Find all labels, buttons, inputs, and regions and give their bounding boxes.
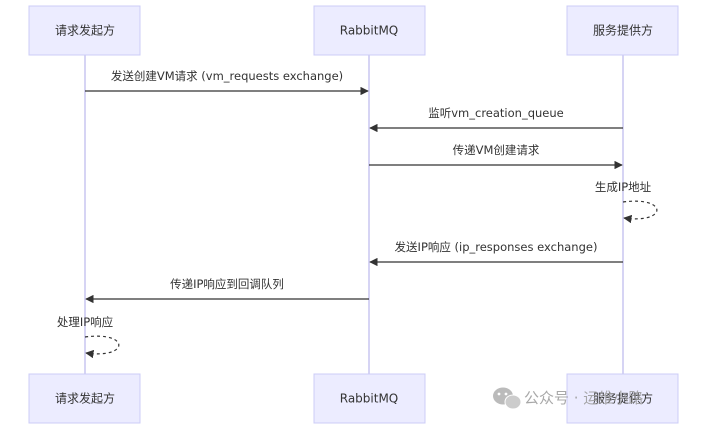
self-message-arrow	[84, 335, 120, 359]
actor-bottom-requester: 请求发起方	[28, 373, 141, 424]
message-label: 传递IP响应到回调队列	[170, 277, 284, 291]
message-label: 生成IP地址	[595, 180, 652, 194]
message-label: 处理IP响应	[57, 315, 113, 329]
watermark-label: 公众号 · 运维小路	[524, 389, 643, 407]
actor-label: RabbitMQ	[340, 392, 399, 406]
actor-top-provider: 服务提供方	[566, 5, 679, 56]
watermark: 公众号 · 运维小路	[493, 387, 643, 410]
message-label: 传递VM创建请求	[453, 143, 540, 157]
message-label: 发送IP响应 (ip_responses exchange)	[395, 240, 598, 254]
actor-label: 服务提供方	[593, 23, 653, 38]
actor-label: RabbitMQ	[340, 24, 399, 38]
message-label: 发送创建VM请求 (vm_requests exchange)	[111, 69, 343, 83]
actor-label: 服务提供方	[593, 391, 653, 406]
message-label: 监听vm_creation_queue	[428, 106, 563, 120]
actor-bottom-provider: 服务提供方	[566, 373, 679, 424]
actor-top-rabbitmq: RabbitMQ	[313, 5, 426, 56]
self-message-arrow	[622, 200, 658, 224]
actor-top-requester: 请求发起方	[28, 5, 141, 56]
actor-label: 请求发起方	[55, 391, 115, 406]
actor-bottom-rabbitmq: RabbitMQ	[313, 373, 426, 424]
actor-label: 请求发起方	[55, 23, 115, 38]
wechat-icon	[493, 387, 522, 410]
